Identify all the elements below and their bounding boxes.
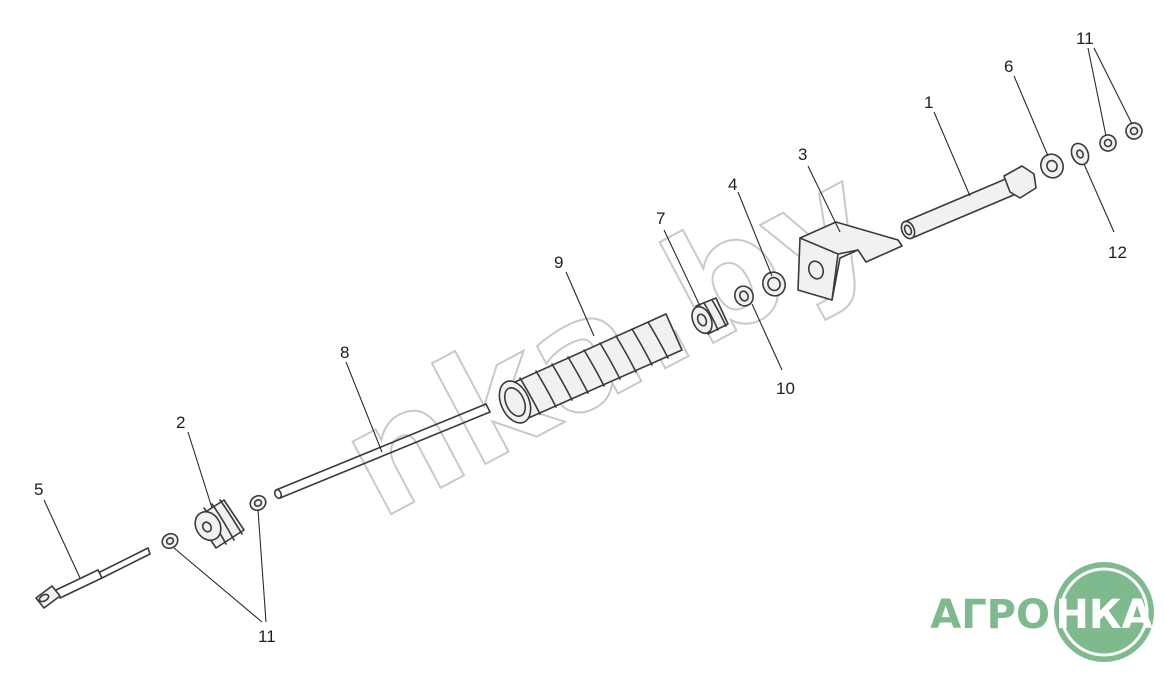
callout-12: 12 [1108, 243, 1127, 262]
agronka-logo: АГРО НКА [930, 562, 1154, 662]
callout-6: 6 [1004, 57, 1013, 76]
callout-4: 4 [728, 175, 737, 194]
part-2-bellows-boot [194, 499, 245, 549]
callout-5: 5 [34, 480, 43, 499]
callout-11-bottom: 11 [258, 627, 276, 646]
part-12-flat-washer [1070, 142, 1090, 166]
callout-labels: 5 2 8 9 7 4 3 1 6 12 10 11 11 [34, 29, 1127, 646]
logo-text-right: НКА [1055, 592, 1152, 638]
callout-8: 8 [340, 343, 349, 362]
callout-2: 2 [176, 413, 185, 432]
part-3-bracket [797, 221, 903, 301]
part-11-nut-left [161, 532, 179, 550]
callout-11-top: 11 [1076, 29, 1094, 48]
part-8-rod [273, 403, 491, 500]
part-7-cup [691, 297, 729, 335]
callout-1: 1 [924, 93, 933, 112]
part-9-spring [498, 313, 683, 424]
logo-ring [1059, 567, 1149, 657]
part-11-nut-center [249, 494, 267, 512]
logo-text-left: АГРО [930, 592, 1050, 638]
callout-9: 9 [554, 253, 563, 272]
logo-circle [1054, 562, 1154, 662]
callout-7: 7 [656, 209, 665, 228]
callout-10: 10 [776, 379, 795, 398]
part-6-washer [1040, 153, 1064, 179]
callout-3: 3 [798, 145, 807, 164]
part-4-bushing [762, 271, 786, 297]
leader-lines [43, 47, 1133, 623]
part-5-eye-bolt [35, 547, 151, 609]
part-1-tube [900, 165, 1037, 240]
part-10-nut [734, 285, 754, 307]
part-11-nuts-right [1099, 122, 1143, 152]
